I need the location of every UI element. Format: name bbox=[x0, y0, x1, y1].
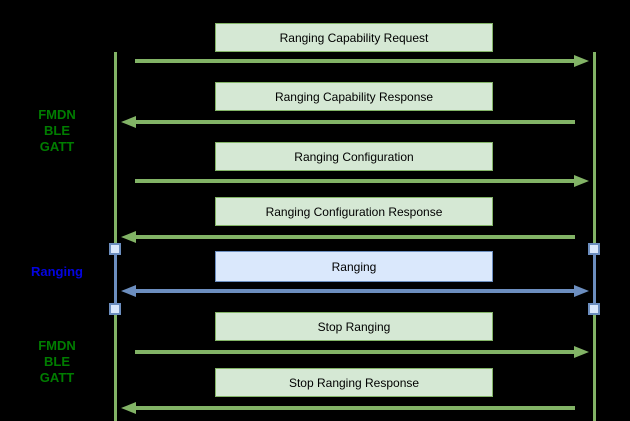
message-box-ranging-configuration-response: Ranging Configuration Response bbox=[215, 197, 493, 226]
lifeline-right-ranging-segment bbox=[593, 249, 596, 309]
arrow-left-ranging-capability-response bbox=[121, 116, 575, 128]
lifeline-right bbox=[593, 52, 596, 421]
message-box-stop-ranging: Stop Ranging bbox=[215, 312, 493, 341]
message-box-ranging-capability-response: Ranging Capability Response bbox=[215, 82, 493, 111]
message-label: Stop Ranging bbox=[317, 319, 391, 334]
message-label: Ranging Capability Request bbox=[279, 30, 429, 45]
ranging-endpoint-marker-left-bottom bbox=[109, 303, 121, 315]
arrowhead-right-icon bbox=[574, 55, 589, 67]
arrowhead-right-icon bbox=[574, 346, 589, 358]
ranging-endpoint-marker-left-top bbox=[109, 243, 121, 255]
section-label-line: FMDN bbox=[38, 107, 76, 122]
arrowhead-left-icon bbox=[121, 231, 136, 243]
arrow-right-ranging-configuration bbox=[135, 175, 589, 187]
section-label-line: GATT bbox=[39, 370, 75, 385]
arrow-left-stop-ranging-response bbox=[121, 402, 575, 414]
lifeline-left bbox=[114, 52, 117, 421]
arrowhead-right-icon bbox=[574, 285, 589, 297]
message-box-ranging: Ranging bbox=[215, 251, 493, 282]
section-label-line: BLE bbox=[44, 354, 70, 369]
arrowhead-right-icon bbox=[574, 175, 589, 187]
arrow-right-ranging-capability-request bbox=[135, 55, 589, 67]
arrow-right-stop-ranging bbox=[135, 346, 589, 358]
section-label-fmdn-ble-gatt-top: FMDN BLE GATT bbox=[8, 107, 106, 155]
section-label-ranging: Ranging bbox=[8, 264, 106, 280]
message-label: Ranging bbox=[331, 259, 377, 274]
arrowhead-left-icon bbox=[121, 285, 136, 297]
message-label: Stop Ranging Response bbox=[288, 375, 420, 390]
ranging-endpoint-marker-right-bottom bbox=[588, 303, 600, 315]
section-label-line: FMDN bbox=[38, 338, 76, 353]
lifeline-left-ranging-segment bbox=[114, 249, 117, 309]
message-label: Ranging Configuration Response bbox=[265, 204, 443, 219]
arrow-bidirectional-ranging bbox=[121, 285, 589, 297]
section-label-fmdn-ble-gatt-bottom: FMDN BLE GATT bbox=[8, 338, 106, 386]
arrowhead-left-icon bbox=[121, 402, 136, 414]
ranging-endpoint-marker-right-top bbox=[588, 243, 600, 255]
section-label-line: GATT bbox=[39, 139, 75, 154]
message-box-stop-ranging-response: Stop Ranging Response bbox=[215, 368, 493, 397]
message-label: Ranging Capability Response bbox=[274, 89, 434, 104]
arrowhead-left-icon bbox=[121, 116, 136, 128]
section-label-line: BLE bbox=[44, 123, 70, 138]
message-box-ranging-configuration: Ranging Configuration bbox=[215, 142, 493, 171]
arrow-left-ranging-configuration-response bbox=[121, 231, 575, 243]
message-box-ranging-capability-request: Ranging Capability Request bbox=[215, 23, 493, 52]
section-label-line: Ranging bbox=[31, 264, 83, 279]
message-label: Ranging Configuration bbox=[294, 149, 414, 164]
